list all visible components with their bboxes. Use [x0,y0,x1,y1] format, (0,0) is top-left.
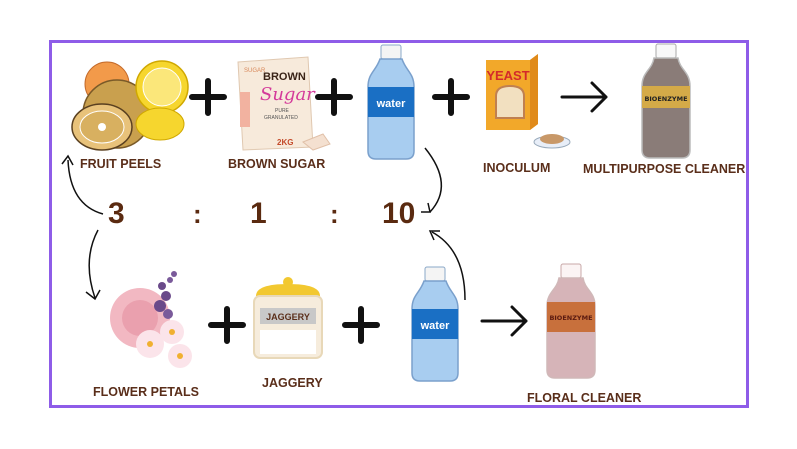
plus-icon [342,306,380,344]
ratio-separator: : [193,199,202,229]
multipurpose-cleaner-label: MULTIPURPOSE CLEANER [583,162,746,176]
inoculum-label: INOCULUM [483,161,551,175]
svg-text:JAGGERY: JAGGERY [266,312,310,322]
svg-text:Sugar: Sugar [260,84,316,105]
water-bottle-icon: water [367,44,415,160]
ratio-fruit: 3 [108,197,125,230]
svg-text:BIOENZYME: BIOENZYME [644,95,687,103]
svg-text:SUGAR: SUGAR [244,68,266,74]
svg-text:PURE: PURE [275,108,290,114]
arrow-right-icon [560,81,608,113]
ratio-separator: : [330,199,339,229]
svg-text:BROWN: BROWN [263,71,306,83]
flower-petals-icon [110,271,192,368]
plus-icon [208,306,246,344]
yeast-box-icon: YEAST [486,54,571,149]
plus-icon [432,78,470,116]
plus-icon [315,78,353,116]
ratio-water: 10 [382,197,416,230]
jaggery-label: JAGGERY [262,376,323,390]
arrow-right-icon [480,305,528,337]
brown-sugar-bag-icon: BROWN Sugar PURE GRANULATED SUGAR 2KG [237,56,331,151]
curve-arrow-to-ratio [424,147,443,213]
fruit-peels-label: FRUIT PEELS [80,157,162,171]
svg-text:water: water [376,98,406,110]
ratio-sugar: 1 [250,197,267,230]
multipurpose-cleaner-bottle-icon: BIOENZYME [641,43,691,159]
flower-petals-label: FLOWER PETALS [93,385,200,399]
water-bottle-icon: water [411,266,459,382]
fruit-peels-icon [71,60,189,151]
svg-text:GRANULATED: GRANULATED [264,115,298,121]
svg-text:BIOENZYME: BIOENZYME [549,314,592,322]
svg-text:water: water [420,320,450,332]
floral-cleaner-label: FLORAL CLEANER [527,391,642,405]
curve-arrow-to-fruit-peels [67,159,104,215]
svg-text:2KG: 2KG [277,138,293,147]
plus-icon [189,78,227,116]
jaggery-jar-icon: JAGGERY [253,277,323,359]
svg-text:YEAST: YEAST [486,68,529,83]
curve-arrow-from-water [431,231,466,301]
floral-cleaner-bottle-icon: BIOENZYME [546,263,596,379]
brown-sugar-label: BROWN SUGAR [228,157,326,171]
curve-arrow-to-flower-petals [88,229,99,299]
